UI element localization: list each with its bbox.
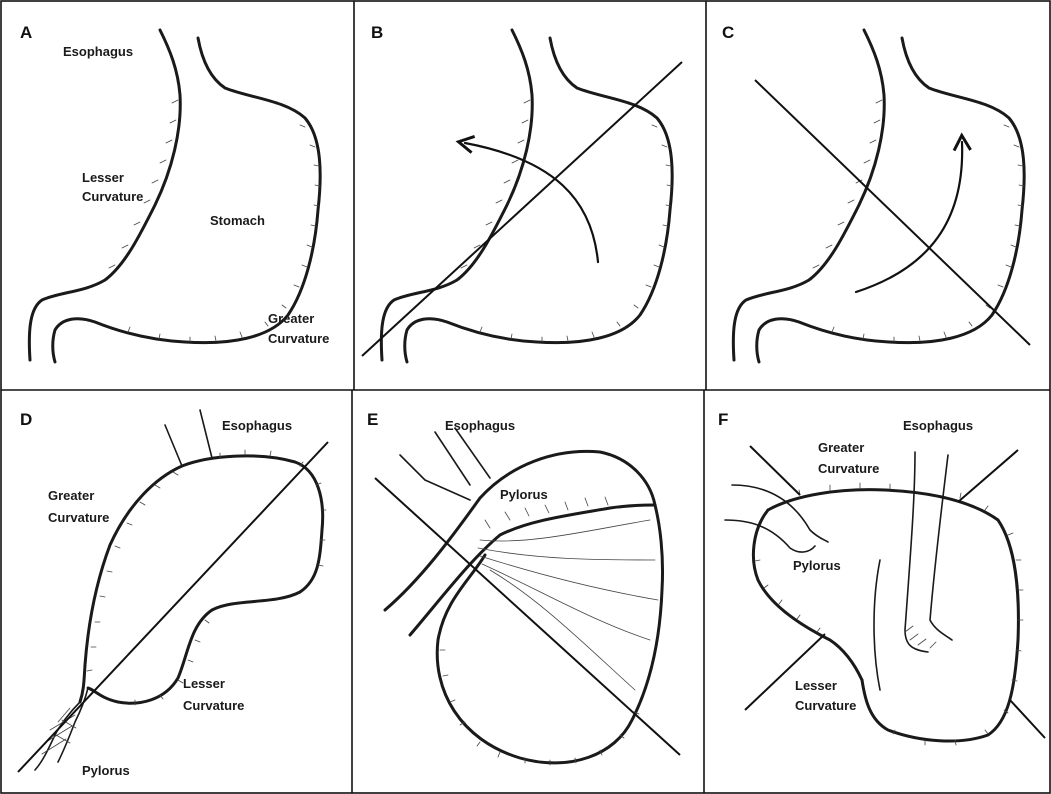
label-pylorus-f: Pylorus [793,558,841,573]
panel-c: C [722,23,1030,362]
panel-b: B [362,23,682,362]
panel-letter-a: A [20,23,32,42]
panel-letter-d: D [20,410,32,429]
stomach-drawing-f [725,452,1023,745]
label-esophagus: Esophagus [63,44,133,59]
panel-a: A Esophagus Lesser Curvature Stomach Gre… [20,23,329,362]
label-lesser-curvature-line2: Curvature [82,189,143,204]
axis-line-f-right-lower [1010,700,1045,738]
panel-letter-e: E [367,410,378,429]
label-lesser-curvature-f-line2: Curvature [795,698,856,713]
stomach-drawing-c [733,30,1024,362]
label-lesser-curvature-line1: Lesser [82,170,124,185]
panel-e: E Esophagus Pylorus [367,410,680,765]
label-lesser-curvature-f-line1: Lesser [795,678,837,693]
stomach-drawing-d [35,410,326,770]
rotation-axis-line-c [755,80,1030,345]
label-greater-curvature-f-line1: Greater [818,440,864,455]
label-pylorus-d: Pylorus [82,763,130,778]
stomach-drawing-b [381,30,672,362]
label-stomach: Stomach [210,213,265,228]
label-pylorus-e: Pylorus [500,487,548,502]
panel-letter-b: B [371,23,383,42]
label-lesser-curvature-d-line2: Curvature [183,698,244,713]
axis-line-e [375,478,680,755]
panel-letter-f: F [718,410,728,429]
label-lesser-curvature-d-line1: Lesser [183,676,225,691]
panel-d: D Esophagus Greater Curvature Lesser Cur… [18,410,328,778]
label-esophagus-e: Esophagus [445,418,515,433]
label-esophagus-d: Esophagus [222,418,292,433]
rotation-arrow-c [856,142,962,292]
label-esophagus-f: Esophagus [903,418,973,433]
rotation-axis-line-b [362,62,682,356]
label-greater-curvature-d-line2: Curvature [48,510,109,525]
panel-letter-c: C [722,23,734,42]
axis-line-f-right-upper [958,450,1018,502]
label-greater-curvature-line1: Greater [268,311,314,326]
label-greater-curvature-line2: Curvature [268,331,329,346]
stomach-drawing-e [385,428,663,765]
label-greater-curvature-f-line2: Curvature [818,461,879,476]
panel-f: F Greater Curvature Esophagus Pylorus Le… [718,410,1045,745]
label-greater-curvature-d-line1: Greater [48,488,94,503]
